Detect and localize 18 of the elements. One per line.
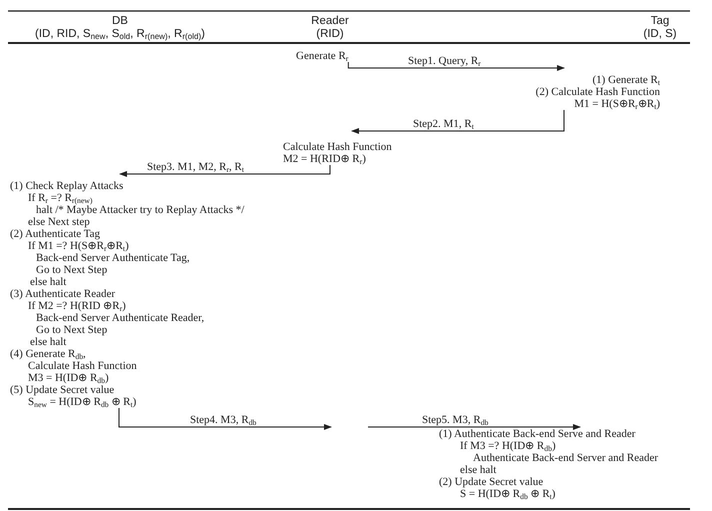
message-arrow <box>348 62 565 71</box>
edge-label: Step1. Query, R$_{r}$ <box>408 55 481 67</box>
participant-header: DB (ID, RID, S$_{new}$, S$_{old}$, R$_{r(new)}$, R$_{r(old)}$) <box>20 15 220 41</box>
message-arrow <box>351 110 564 134</box>
step-text: Generate R$_{r}$ <box>296 50 348 62</box>
message-arrow <box>368 424 581 430</box>
message-arrow <box>119 164 330 177</box>
participant-header: Reader (RID) <box>280 15 380 41</box>
edge-label: Step5. M3, R$_{db}$ <box>422 414 488 426</box>
edge-label: Step3. M1, M2, R$_{r}$, R$_{t}$ <box>147 161 244 173</box>
step-text: (1) Generate R$_{t}$ (2) Calculate Hash Function M1 = H(S⊕R$_{r}$⊕R$_{t}$) <box>500 74 660 110</box>
step-text: (1) Check Replay Attacks If R$_{r}$ =? R$_{r(new)}$ halt /* Maybe Attacker try to Replay Attacks */ else Next step (2) Authenticate Tag If M1 =? H(S⊕R$_{r}$⊕R$_{t}$) Back-end Server Authenticate Tag, Go to Next Step else halt (3) Authenticate Reader If M2 =? H(RID ⊕R$_{r}$) Back-end Server Authenticate Reader, Go to Next Step else halt (4) Generate R$_{db}$, Calculate Hash Function M3 = H(ID⊕ R$_{db}$) (5) Update Secret value S$_{new}$ = H(ID⊕ R$_{db}$ ⊕ R$_{t}$) <box>10 180 244 408</box>
step-text: Calculate Hash Function M2 = H(RID⊕ R$_{r}$) <box>283 141 392 165</box>
step-text: (1) Authenticate Back-end Serve and Reader If M3 =? H(ID⊕ R$_{db}$) Authenticate Back-end Server and Reader else halt (2) Update Secret value S = H(ID⊕ R$_{db}$ ⊕ R$_{t}$) <box>439 428 658 500</box>
message-arrow <box>118 408 332 430</box>
participant-header: Tag (ID, S) <box>610 15 710 41</box>
edge-label: Step4. M3, R$_{db}$ <box>190 414 256 426</box>
edge-label: Step2. M1, R$_{t}$ <box>413 118 474 130</box>
